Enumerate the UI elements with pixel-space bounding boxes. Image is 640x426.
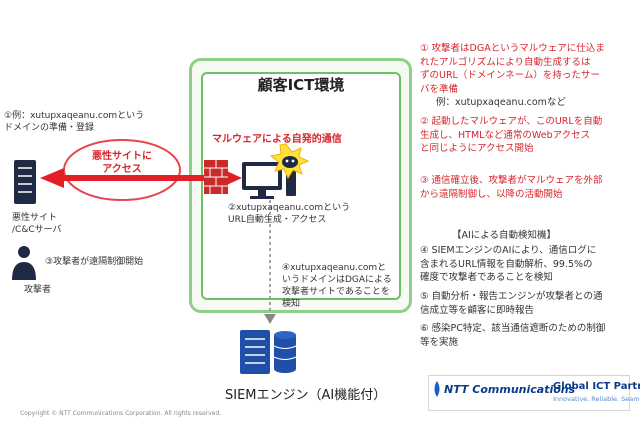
explanation-item-3: ③ 通信確立後、攻撃者がマルウェアを外部 から遠隔制御し、以降の活動開始 xyxy=(420,175,603,200)
explanation-item-4: ④ SIEMエンジンのAIにより、通信ログに 含まれるURL情報を自動解析、99… xyxy=(420,245,597,283)
step2-label: ②xutupxaqeanu.comという URL自動生成・アクセス xyxy=(228,203,351,225)
step1-label: ①例：xutupxaqeanu.comという ドメインの準備・登録 xyxy=(4,111,145,133)
environment-title: 顧客ICT環境 xyxy=(257,76,345,94)
attacker-label: 攻撃者 xyxy=(24,285,52,295)
ntt-logo-text: NTT Communications xyxy=(444,383,576,396)
step4-label: ④xutupxaqeanu.comと いうドメインはDGAによる 攻撃者サイトで… xyxy=(282,263,392,309)
server-label: 悪性サイト /C&Cサーバ xyxy=(12,213,62,235)
arrow-label: 悪性サイトに アクセス xyxy=(92,151,152,175)
ai-detection-heading: 【AIによる自動検知機】 xyxy=(452,230,557,241)
customer-environment-inner-frame xyxy=(201,72,401,300)
explanation-item-1: ① 攻撃者はDGAというマルウェアに仕込ま れたアルゴリズムにより自動生成するは… xyxy=(420,43,605,95)
global-ict-partner-tagline: Innovative. Reliable. Seamless. xyxy=(553,395,640,403)
copyright: Copyright © NTT Communications Corporati… xyxy=(20,410,222,417)
explanation-item-2: ② 起動したマルウェアが、このURLを自動 生成し、HTMLなど通常のWebアク… xyxy=(420,116,603,154)
attacker-icon xyxy=(12,246,36,280)
detection-arrow-head xyxy=(264,314,276,324)
explanation-item-5: ⑤ 自動分析・報告エンジンが攻撃者との通 信成立等を顧客に即時報告 xyxy=(420,291,603,316)
logo-box xyxy=(428,375,630,411)
ntt-logo-icon xyxy=(434,381,440,397)
explanation-item-6: ⑥ 感染PC特定、該当通信遮断のための制御 等を実施 xyxy=(420,323,606,348)
malware-icon xyxy=(269,143,310,180)
database-icon xyxy=(273,331,297,373)
firewall-icon xyxy=(204,160,228,194)
global-ict-partner-text: Global ICT Partner xyxy=(553,381,640,392)
siem-engine-label: SIEMエンジン（AI機能付） xyxy=(225,388,387,403)
malware-communication-label: マルウェアによる自発的通信 xyxy=(212,134,342,145)
server-icon xyxy=(14,160,36,204)
siem-server-icon xyxy=(240,330,270,374)
step3-label: ③攻撃者が遠隔制御開始 xyxy=(45,257,144,267)
pc-icon xyxy=(242,162,296,199)
explanation-item-1-example: 例：xutupxaqeanu.comなど xyxy=(436,97,566,108)
